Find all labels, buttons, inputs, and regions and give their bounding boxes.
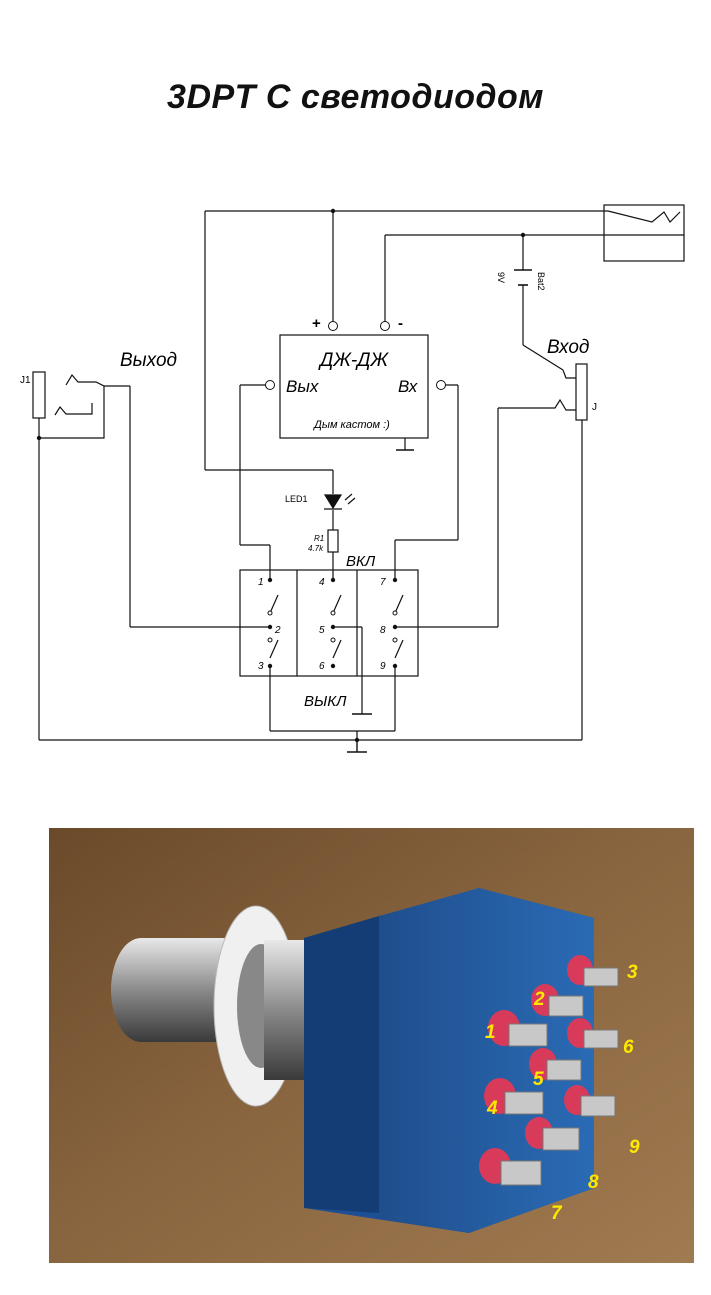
pin-label-6: 6 — [319, 661, 325, 672]
jack-j1 — [32, 371, 46, 419]
pin-label-5: 5 — [319, 625, 325, 636]
label-input: Вход — [547, 337, 589, 358]
photo-pin-4: 4 — [486, 1098, 498, 1119]
label-pedal-name: ДЖ-ДЖ — [318, 350, 390, 371]
label-battery-voltage: 9V — [496, 272, 506, 283]
label-pedal-note: Дым кастом :) — [312, 419, 390, 431]
pin-label-2: 2 — [274, 625, 281, 636]
label-minus: - — [398, 315, 403, 332]
label-plus: + — [312, 315, 321, 332]
pin-label-8: 8 — [380, 625, 386, 636]
label-pedal-out: Вых — [286, 377, 319, 396]
photo-pin-5: 5 — [533, 1069, 544, 1090]
pin-label-4: 4 — [319, 577, 325, 588]
switch-block — [239, 569, 419, 677]
switch-photo: 1 2 3 4 5 6 7 8 9 — [49, 828, 694, 1263]
photo-pin-9: 9 — [629, 1137, 640, 1158]
label-on: ВКЛ — [346, 553, 376, 570]
pin-label-3: 3 — [258, 661, 264, 672]
input-socket — [603, 204, 685, 262]
pin-label-1: 1 — [258, 577, 264, 588]
label-pedal-in: Вх — [398, 377, 418, 396]
pin-label-7: 7 — [380, 577, 386, 588]
schematic-diagram: Выход Вход J1 J Bat2 9V + - ДЖ-ДЖ Вых Вх… — [20, 204, 685, 753]
photo-pin-7: 7 — [551, 1203, 563, 1224]
pin-lugs — [479, 955, 619, 1186]
label-battery-ref: Bat2 — [536, 272, 546, 291]
photo-pin-2: 2 — [533, 989, 545, 1010]
jack-j — [575, 363, 588, 421]
label-output: Выход — [120, 350, 177, 371]
photo-pin-3: 3 — [627, 962, 638, 983]
label-resistor-value: 4.7k — [308, 544, 324, 553]
photo-pin-6: 6 — [623, 1037, 634, 1058]
pedal-box — [279, 334, 429, 439]
led-symbol — [323, 493, 356, 510]
photo-pin-1: 1 — [485, 1022, 496, 1043]
page-title: 3DPT С светодиодом — [167, 78, 544, 116]
pin-label-9: 9 — [380, 661, 386, 672]
photo-pin-8: 8 — [588, 1172, 599, 1193]
resistor-r1 — [327, 529, 339, 553]
label-off: ВЫКЛ — [304, 693, 347, 710]
label-led-ref: LED1 — [285, 494, 308, 504]
label-jack-j: J — [592, 402, 597, 413]
label-jack-j1: J1 — [20, 375, 31, 386]
label-resistor-ref: R1 — [314, 534, 324, 543]
